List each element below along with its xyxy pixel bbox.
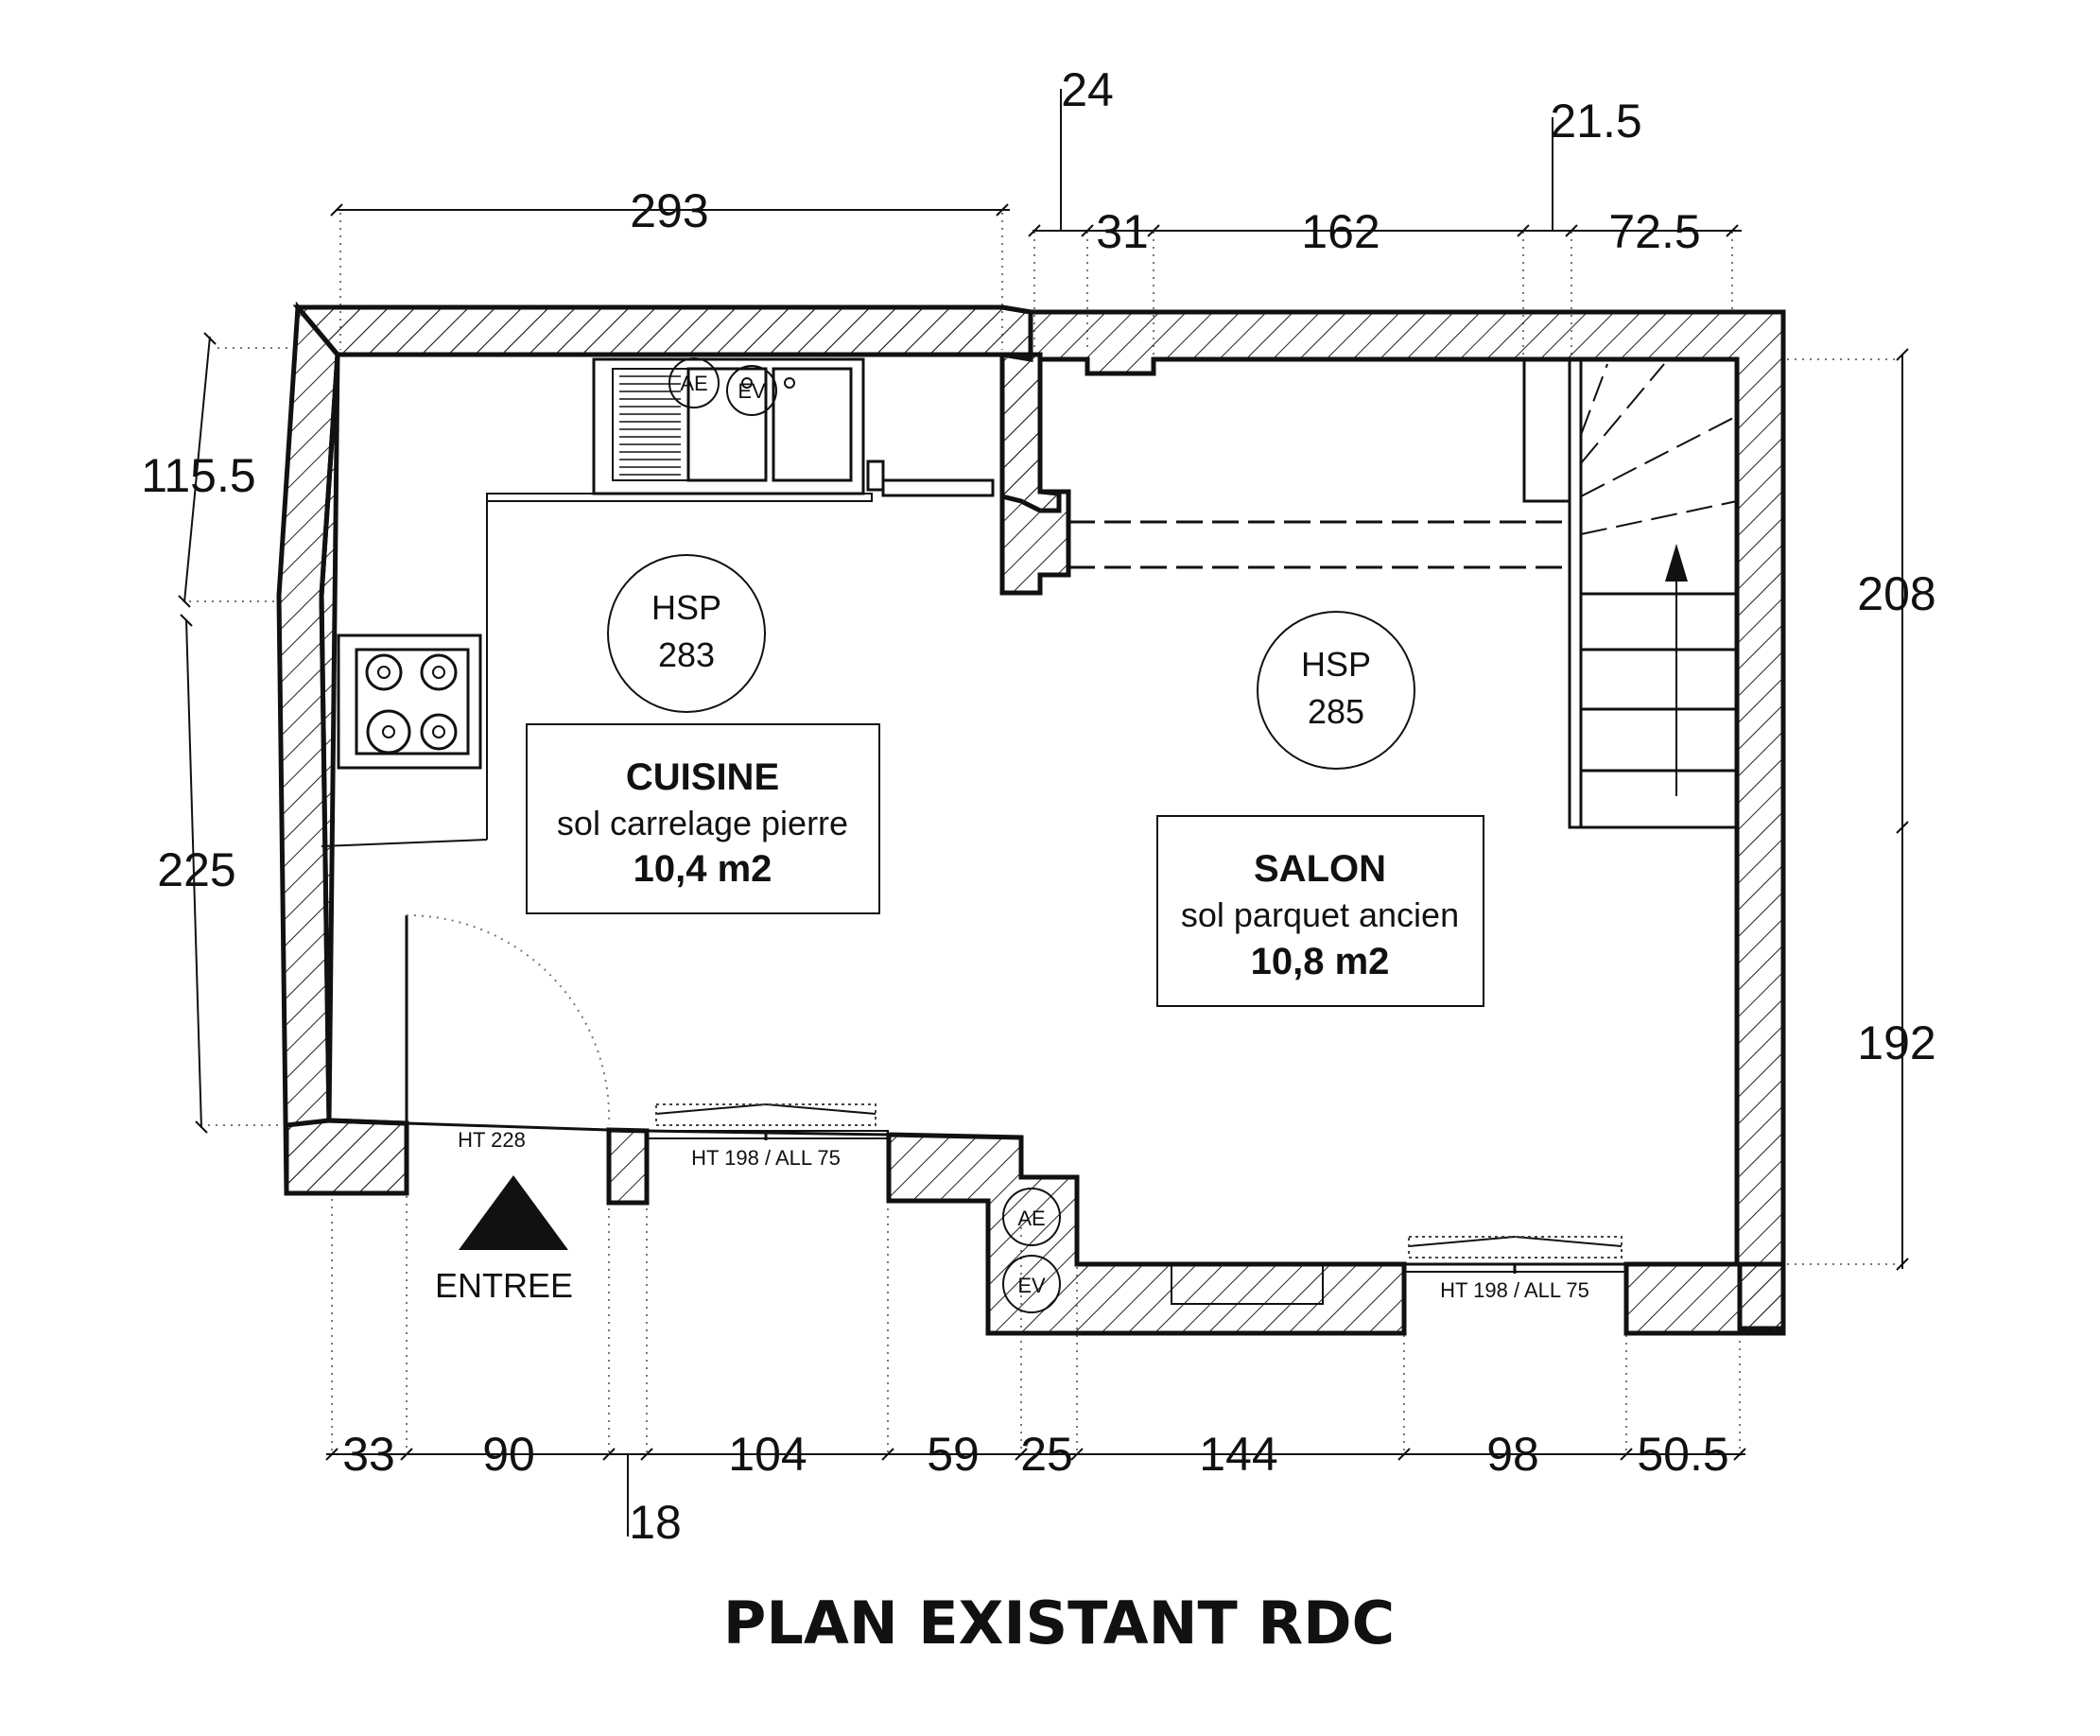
dishwasher bbox=[866, 460, 995, 497]
dim-bottom: 50.5 bbox=[1637, 1428, 1728, 1481]
dim-top: 72.5 bbox=[1608, 205, 1700, 258]
hsp-label: HSP bbox=[1301, 645, 1371, 684]
room-floor: sol parquet ancien bbox=[1181, 895, 1459, 934]
room-label-cuisine: CUISINE sol carrelage pierre 10,4 m2 bbox=[526, 723, 880, 914]
room-floor: sol carrelage pierre bbox=[557, 804, 848, 842]
dim-top-callout: 21.5 bbox=[1550, 95, 1641, 148]
hsp-label: HSP bbox=[651, 588, 721, 627]
cooktop bbox=[337, 634, 482, 770]
room-area: 10,4 m2 bbox=[633, 848, 772, 890]
sink: AE EV bbox=[592, 357, 865, 495]
dim-bottom: 25 bbox=[1020, 1428, 1073, 1481]
entrance-label: ENTREE bbox=[435, 1266, 573, 1305]
dim-right: 208 bbox=[1857, 567, 1935, 620]
dim-top: 162 bbox=[1301, 205, 1380, 258]
ev-marker-front: EV bbox=[1002, 1255, 1061, 1313]
wall-bottom-center bbox=[886, 1132, 1407, 1336]
hsp-kitchen: HSP 283 bbox=[607, 554, 766, 713]
ae-label-kitchen: AE bbox=[680, 372, 707, 395]
dim-bottom-callout: 18 bbox=[629, 1496, 682, 1549]
dim-top: 31 bbox=[1096, 205, 1149, 258]
left-dimension-line bbox=[178, 332, 217, 1134]
right-dimension-line bbox=[1896, 348, 1909, 1271]
hsp-salon: HSP 285 bbox=[1257, 611, 1415, 770]
room-label-salon: SALON sol parquet ancien 10,8 m2 bbox=[1156, 815, 1484, 1007]
ae-label-front: AE bbox=[1017, 1207, 1045, 1230]
dim-bottom: 59 bbox=[927, 1428, 980, 1481]
walls bbox=[276, 301, 1786, 1336]
hsp-value: 285 bbox=[1308, 692, 1364, 731]
room-name: CUISINE bbox=[626, 756, 779, 798]
ae-marker-front: AE bbox=[1002, 1188, 1061, 1246]
wall-partition-stub bbox=[999, 352, 1071, 596]
dim-bottom: 104 bbox=[728, 1428, 807, 1481]
dim-bottom: 33 bbox=[342, 1428, 395, 1481]
window-right-label: HT 198 / ALL 75 bbox=[1440, 1278, 1589, 1302]
wall-left bbox=[276, 301, 409, 1196]
hsp-value: 283 bbox=[658, 635, 715, 674]
fireplace-recess bbox=[1171, 1263, 1324, 1305]
dim-bottom: 90 bbox=[482, 1428, 535, 1481]
dim-left: 225 bbox=[157, 843, 235, 896]
plan-title: PLAN EXISTANT RDC bbox=[723, 1588, 1395, 1658]
dimension-labels: 293 31 162 72.5 24 21.5 115.5 225 208 19… bbox=[141, 63, 1935, 1549]
entrance-door-height: HT 228 bbox=[458, 1128, 526, 1152]
room-area: 10,8 m2 bbox=[1251, 941, 1390, 982]
wall-bottom-entry-left bbox=[284, 1118, 409, 1196]
wall-bottom-pillar bbox=[606, 1127, 650, 1206]
dim-bottom: 98 bbox=[1486, 1428, 1539, 1481]
window-right bbox=[1403, 1235, 1627, 1274]
kitchen-counter bbox=[321, 493, 873, 847]
ae-marker-kitchen bbox=[668, 357, 720, 408]
staircase bbox=[1522, 357, 1739, 829]
window-front-label: HT 198 / ALL 75 bbox=[691, 1146, 841, 1170]
dim-bottom: 144 bbox=[1199, 1428, 1277, 1481]
ev-marker-kitchen bbox=[726, 365, 777, 416]
dim-top-callout: 24 bbox=[1061, 63, 1114, 116]
room-name: SALON bbox=[1254, 848, 1386, 890]
wall-bottom-right bbox=[1623, 1261, 1786, 1336]
ev-label-front: EV bbox=[1017, 1274, 1046, 1297]
ceiling-beam bbox=[1068, 520, 1570, 569]
dim-top: 293 bbox=[630, 184, 708, 237]
entrance-arrow-icon bbox=[459, 1175, 568, 1250]
dim-right: 192 bbox=[1857, 1016, 1935, 1069]
bottom-dimension-line bbox=[325, 1448, 1746, 1536]
window-front bbox=[646, 1102, 889, 1140]
top-dimension-line bbox=[330, 89, 1742, 237]
entrance-door bbox=[405, 914, 611, 1126]
dim-left: 115.5 bbox=[141, 449, 255, 502]
